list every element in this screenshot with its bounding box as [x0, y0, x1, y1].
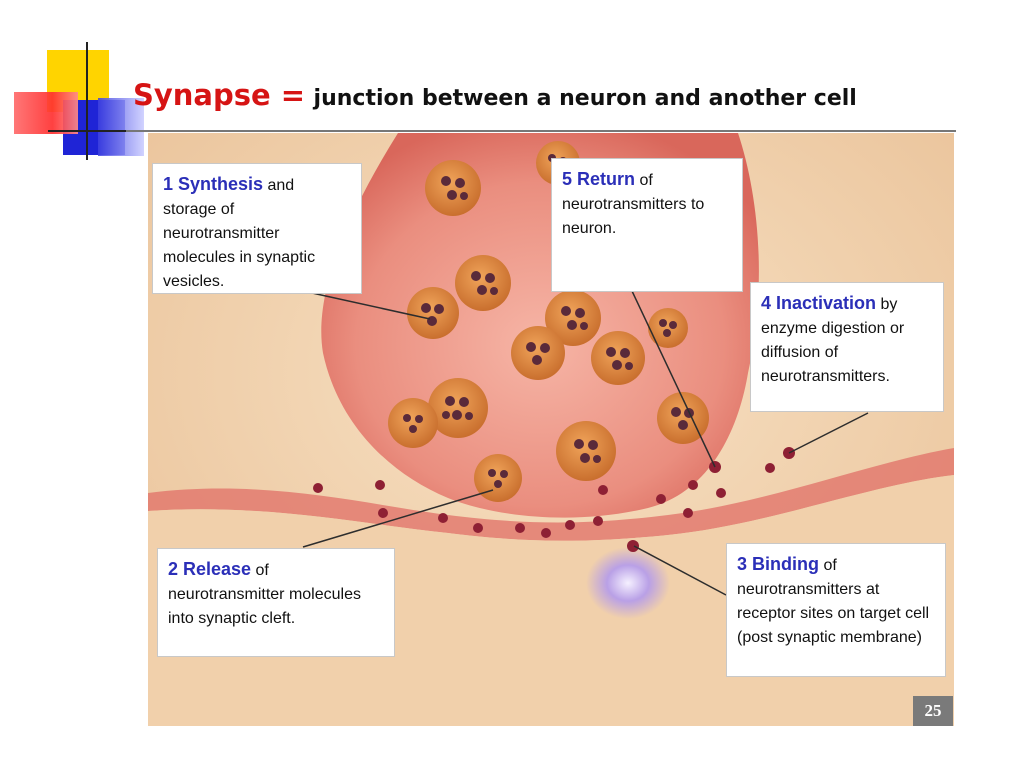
leader-line-release: [302, 489, 494, 548]
label-synthesis-heading: 1 Synthesis: [163, 174, 264, 194]
vesicle: [648, 308, 688, 348]
label-binding-text: of neurotransmitters at receptor sites o…: [737, 557, 930, 646]
vesicle: [455, 255, 511, 311]
vesicle: [591, 331, 645, 385]
vesicle: [657, 392, 709, 444]
synaptic-vesicles: [388, 141, 709, 502]
vesicle-molecules: [403, 154, 694, 488]
title-subtitle: junction between a neuron and another ce…: [313, 86, 857, 111]
label-release-heading: 2 Release: [168, 559, 252, 579]
vesicle: [511, 326, 565, 380]
label-inactivation: 4 Inactivation by enzyme digestion or di…: [750, 282, 944, 412]
vesicle: [407, 287, 459, 339]
page-number: 25: [913, 696, 953, 726]
vesicle: [556, 421, 616, 481]
label-synthesis-text: and storage of neurotransmitter molecule…: [163, 177, 316, 290]
postsynaptic-membrane: [148, 448, 954, 541]
slide-title: Synapse = junction between a neuron and …: [133, 78, 1013, 118]
label-binding-heading: 3 Binding: [737, 554, 819, 574]
decor-horizontal-line: [48, 130, 143, 132]
label-inactivation-heading: 4 Inactivation: [761, 293, 877, 313]
decor-vertical-line: [86, 42, 88, 160]
label-release: 2 Release of neurotransmitter molecules …: [157, 548, 395, 657]
label-binding: 3 Binding of neurotransmitters at recept…: [726, 543, 946, 677]
vesicle: [428, 378, 488, 438]
label-return-text: of neurotransmitters to neuron.: [562, 172, 705, 237]
leader-line-synthesis: [302, 290, 431, 320]
leader-line-binding: [633, 545, 727, 596]
leader-line-inactivation: [788, 412, 869, 454]
label-return: 5 Return of neurotransmitters to neuron.: [551, 158, 743, 292]
decor-red-square: [14, 92, 78, 134]
vesicle: [545, 290, 601, 346]
neurotransmitter-molecules: [313, 447, 795, 552]
decor-blue-glow: [98, 98, 144, 156]
vesicle: [388, 398, 438, 448]
label-synthesis: 1 Synthesis and storage of neurotransmit…: [152, 163, 362, 294]
label-release-text: of neurotransmitter molecules into synap…: [168, 562, 361, 627]
leader-lines: [302, 290, 869, 596]
receptor-site: [586, 547, 670, 619]
label-inactivation-text: by enzyme digestion or diffusion of neur…: [761, 296, 905, 385]
vesicle: [474, 454, 522, 502]
leader-line-return: [631, 290, 716, 468]
label-return-heading: 5 Return: [562, 169, 636, 189]
vesicle: [425, 160, 481, 216]
title-rule: [126, 130, 956, 132]
title-main: Synapse =: [133, 78, 306, 112]
